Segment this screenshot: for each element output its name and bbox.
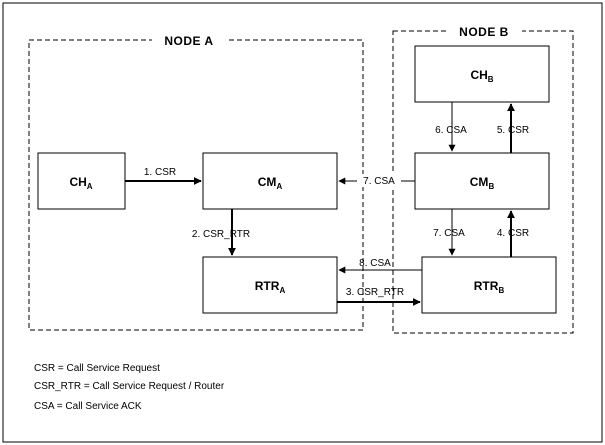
legend-item-csa: CSA = Call Service ACK xyxy=(34,401,142,412)
node-a-title: NODE A xyxy=(164,34,213,48)
box-rtr-b-label: RTRB xyxy=(474,279,505,295)
node-b-title: NODE B xyxy=(459,25,509,39)
box-cm-b: CMB xyxy=(414,152,550,210)
box-ch-b: CHB xyxy=(414,45,550,103)
label-7-csa-rtr: 7. CSA xyxy=(433,228,465,239)
box-rtr-b: RTRB xyxy=(421,256,557,314)
box-ch-b-label: CHB xyxy=(470,68,493,84)
label-4-csr: 4. CSR xyxy=(497,228,529,239)
legend-item-csr-rtr: CSR_RTR = Call Service Request / Router xyxy=(34,381,225,392)
label-5-csr: 5. CSR xyxy=(497,125,529,136)
box-ch-a-label: CHA xyxy=(69,175,92,191)
legend: CSR = Call Service Request CSR_RTR = Cal… xyxy=(34,363,225,412)
box-rtr-a: RTRA xyxy=(202,256,338,314)
box-cm-a-label: CMA xyxy=(258,175,283,191)
box-cm-a: CMA xyxy=(202,152,338,210)
box-rtr-a-label: RTRA xyxy=(255,279,286,295)
label-3-csr-rtr: 3. CSR_RTR xyxy=(346,287,404,298)
box-cm-b-label: CMB xyxy=(470,175,495,191)
label-7-csa-cm-bg xyxy=(357,174,401,187)
node-b-title-bg xyxy=(446,24,522,38)
label-8-csa: 8. CSA xyxy=(359,258,391,269)
label-6-csa: 6. CSA xyxy=(435,125,467,136)
label-7-csa-cm: 7. CSA xyxy=(363,176,395,187)
label-1-csr: 1. CSR xyxy=(144,167,176,178)
legend-item-csr: CSR = Call Service Request xyxy=(34,363,160,374)
label-2-csr-rtr: 2. CSR_RTR xyxy=(192,229,250,240)
box-ch-a: CHA xyxy=(37,152,126,210)
node-a-title-bg xyxy=(152,33,226,47)
